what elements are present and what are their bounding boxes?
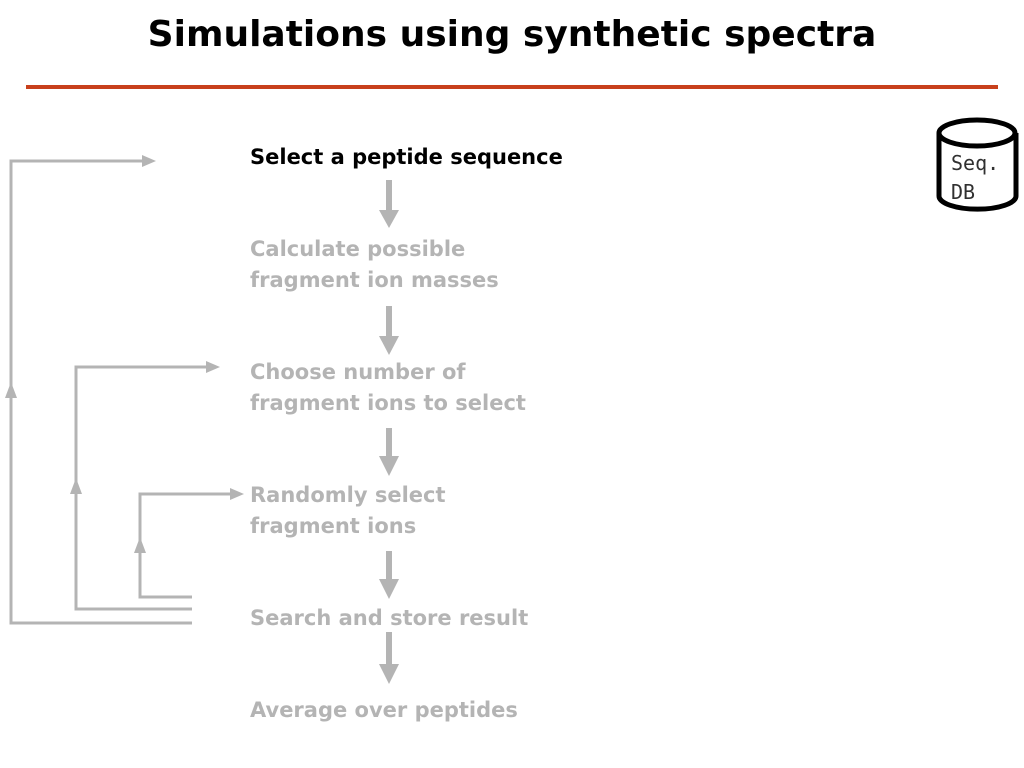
- loop-middle: [70, 361, 220, 611]
- step-4-line-1: Randomly select: [250, 483, 446, 507]
- loop-outer: [5, 155, 192, 625]
- step-3-line-2: fragment ions to select: [250, 391, 526, 415]
- down-arrow-4: [379, 551, 399, 599]
- slide-title: Simulations using synthetic spectra: [147, 14, 877, 55]
- step-2-line-2: fragment ion masses: [250, 268, 499, 292]
- loop-inner: [134, 488, 244, 599]
- step-3-line-1: Choose number of: [250, 360, 466, 384]
- step-5-line-1: Search and store result: [250, 606, 529, 630]
- database-label-line-1: Seq.: [951, 151, 1000, 175]
- step-average: Average over peptides: [250, 695, 518, 726]
- down-arrows: [379, 180, 399, 684]
- step-calculate-masses: Calculate possible fragment ion masses: [250, 234, 499, 296]
- down-arrow-1: [379, 180, 399, 228]
- step-randomly-select: Randomly select fragment ions: [250, 480, 446, 542]
- database-label-line-2: DB: [951, 180, 976, 204]
- step-search-store: Search and store result: [250, 603, 528, 634]
- down-arrow-2: [379, 306, 399, 355]
- step-6-line-1: Average over peptides: [250, 698, 518, 722]
- database-cylinder-icon: [936, 117, 1019, 212]
- title-rule: [26, 85, 998, 89]
- step-choose-number: Choose number of fragment ions to select: [250, 357, 526, 419]
- down-arrow-3: [379, 428, 399, 476]
- step-select-peptide: Select a peptide sequence: [250, 142, 563, 173]
- step-1-line-1: Select a peptide sequence: [250, 145, 563, 169]
- down-arrow-5: [379, 632, 399, 684]
- step-2-line-1: Calculate possible: [250, 237, 466, 261]
- step-4-line-2: fragment ions: [250, 514, 417, 538]
- database-label: Seq. DB: [951, 149, 999, 207]
